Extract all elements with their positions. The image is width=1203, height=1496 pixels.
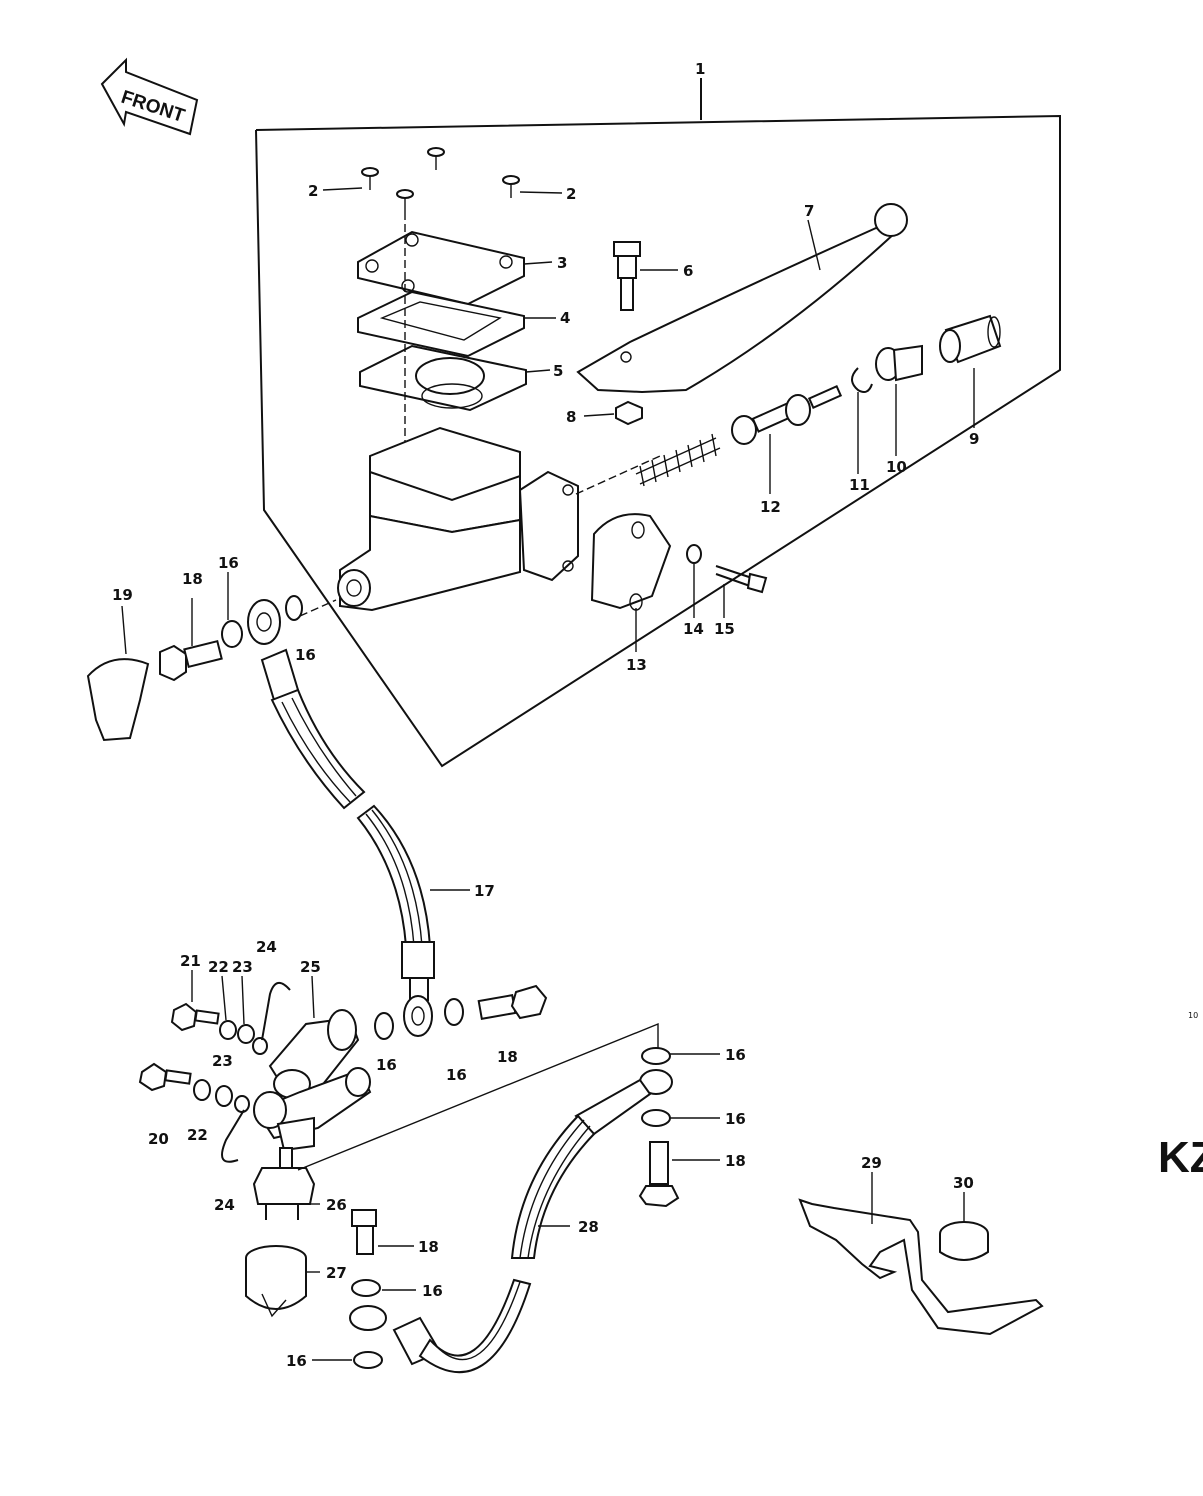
brake-hose-joint <box>253 1009 372 1152</box>
copper-washer <box>641 1047 671 1065</box>
dust-boot <box>875 344 923 382</box>
callout-6: 6 <box>683 262 693 280</box>
pivot-nut <box>615 400 643 426</box>
copper-washer <box>641 1109 671 1127</box>
reservoir-cap <box>357 230 525 306</box>
callout-26: 26 <box>326 1196 347 1214</box>
callout-29: 29 <box>861 1154 882 1172</box>
switch-cover <box>245 1245 307 1318</box>
callout-16: 16 <box>422 1282 443 1300</box>
lower-banjo-bolt <box>638 1141 680 1208</box>
callout-2: 2 <box>308 182 318 200</box>
callout-22: 22 <box>187 1126 208 1144</box>
copper-washer <box>353 1351 383 1369</box>
callout-15: 15 <box>714 620 735 638</box>
hose-clip-upper <box>261 982 291 1041</box>
model-code: KZ <box>1158 1133 1203 1182</box>
callout-30: 30 <box>953 1174 974 1192</box>
callout-4: 4 <box>560 309 570 327</box>
callout-16: 16 <box>376 1056 397 1074</box>
callout-18: 18 <box>418 1238 439 1256</box>
callout-9: 9 <box>969 430 979 448</box>
switch-banjo-bolt <box>351 1209 377 1255</box>
leader-lines <box>121 219 975 1361</box>
push-rod-holder <box>939 314 1002 364</box>
callout-20: 20 <box>148 1130 169 1148</box>
callout-18: 18 <box>725 1152 746 1170</box>
callout-23: 23 <box>232 958 253 976</box>
copper-washer <box>374 1012 394 1040</box>
piston-spring-assembly <box>635 385 843 487</box>
front-arrow: FRONT <box>100 57 199 136</box>
master-cylinder-body <box>337 426 579 612</box>
callout-27: 27 <box>326 1264 347 1282</box>
upper-banjo-bolt <box>159 639 223 682</box>
bracket-grommet <box>939 1221 989 1261</box>
callout-18: 18 <box>182 570 203 588</box>
callout-16: 16 <box>218 554 239 572</box>
callout-16: 16 <box>725 1046 746 1064</box>
assembly-boundary <box>255 78 1061 768</box>
callout-17: 17 <box>474 882 495 900</box>
copper-washer <box>351 1279 381 1297</box>
callout-19: 19 <box>112 586 133 604</box>
brake-light-switch <box>252 1147 316 1220</box>
lower-brake-hose-28 <box>510 1069 673 1259</box>
callout-7: 7 <box>804 202 814 220</box>
callout-22: 22 <box>208 958 229 976</box>
middle-banjo-bolt <box>477 984 548 1020</box>
copper-washer <box>444 998 464 1026</box>
callout-28: 28 <box>578 1218 599 1236</box>
reservoir-cap-screws <box>322 147 563 212</box>
hose-clip-lower <box>221 1109 245 1163</box>
callout-5: 5 <box>553 362 563 380</box>
callout-10: 10 <box>886 458 907 476</box>
hose-bracket <box>798 1198 1044 1336</box>
joint-bolt-20 <box>138 1062 192 1092</box>
copper-washer <box>285 595 303 621</box>
snap-ring <box>851 367 873 393</box>
joint-bolt-21 <box>170 1002 220 1032</box>
brake-hose-17 <box>356 804 435 1037</box>
upper-brake-hose <box>247 599 366 810</box>
reference-code: 10 <box>1188 1011 1198 1020</box>
callout-21: 21 <box>180 952 201 970</box>
clamp-bolt <box>715 565 768 594</box>
callout-24: 24 <box>214 1196 235 1214</box>
callout-23: 23 <box>212 1052 233 1070</box>
callout-2: 2 <box>566 185 576 203</box>
callout-12: 12 <box>760 498 781 516</box>
reservoir-diaphragm <box>357 290 525 358</box>
callout-16: 16 <box>446 1066 467 1084</box>
handlebar-clamp <box>590 513 672 610</box>
lower-left-brake-hose <box>349 1278 532 1374</box>
callout-16: 16 <box>725 1110 746 1128</box>
callout-11: 11 <box>849 476 870 494</box>
callout-16: 16 <box>295 646 316 664</box>
callout-3: 3 <box>557 254 567 272</box>
copper-washer <box>221 620 243 648</box>
callout-13: 13 <box>626 656 647 674</box>
bleeder-cap <box>86 658 150 742</box>
callout-18: 18 <box>497 1048 518 1066</box>
callout-14: 14 <box>683 620 704 638</box>
callout-16: 16 <box>286 1352 307 1370</box>
lever-pivot-bolt <box>613 241 641 311</box>
callout-labels: 1 2 2 3 4 5 6 7 8 9 10 11 12 13 14 15 16… <box>112 60 979 1370</box>
callout-25: 25 <box>300 958 321 976</box>
clamp-washer <box>686 544 702 564</box>
callout-24: 24 <box>256 938 277 956</box>
callout-8: 8 <box>566 408 576 426</box>
callout-1: 1 <box>695 60 705 78</box>
